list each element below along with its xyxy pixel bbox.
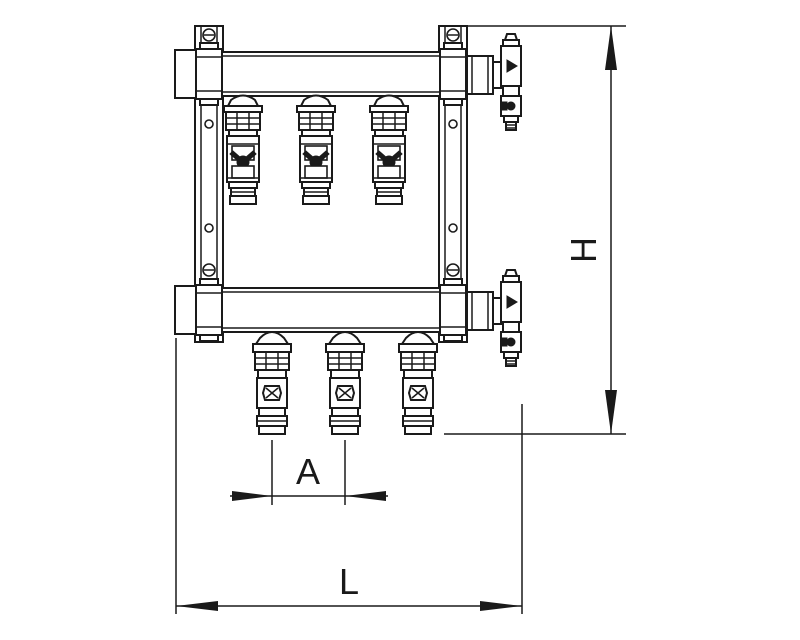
return-end-valve <box>500 269 522 367</box>
supply-outlet-valve <box>296 94 336 205</box>
return-outlet-fitting <box>325 331 365 435</box>
return-outlet-fitting <box>398 331 438 435</box>
supply-bar <box>174 42 502 106</box>
supply-outlet-valve <box>223 94 263 205</box>
supply-outlet-valve <box>369 94 409 205</box>
supply-end-valve <box>500 33 522 131</box>
spacing-label: A <box>296 451 320 492</box>
spacing-dimension <box>230 440 388 505</box>
length-dimension <box>175 338 523 614</box>
length-label: L <box>339 561 359 602</box>
return-outlet-fitting <box>252 331 292 435</box>
return-bar <box>174 278 502 342</box>
height-dimension <box>444 25 626 435</box>
bracket-screws <box>202 28 460 277</box>
height-label: H <box>563 237 604 263</box>
